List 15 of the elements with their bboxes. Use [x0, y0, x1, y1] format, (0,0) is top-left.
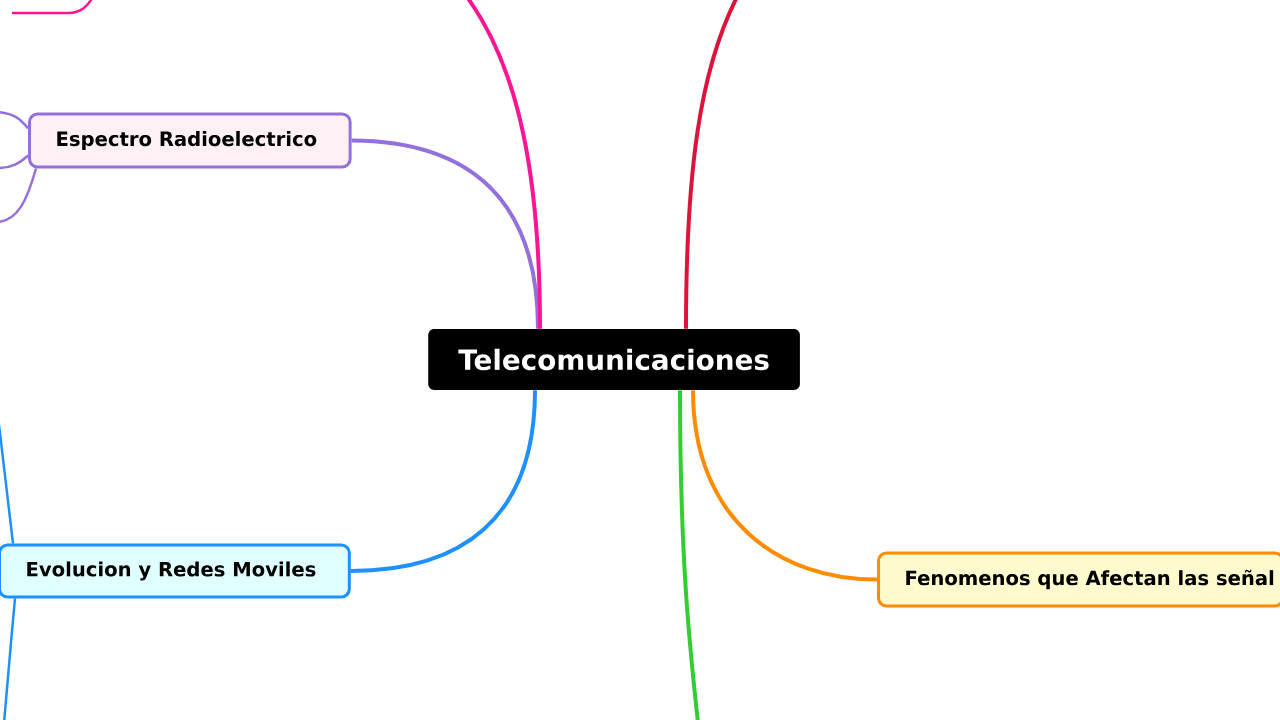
- connector-line: [0, 168, 38, 224]
- connector-line: [0, 424, 15, 544]
- topic-box: Evolucion y Redes Moviles: [0, 543, 351, 599]
- topic-box: Fenomenos que Afectan las señal: [877, 551, 1280, 608]
- connector-line: [684, 0, 739, 329]
- connector-line: [350, 390, 537, 573]
- connector-line: [351, 138, 540, 329]
- connector-line: [678, 390, 700, 720]
- connector-line: [0, 110, 29, 130]
- topic-box: Espectro Radioelectrico: [28, 112, 352, 169]
- connector-line: [465, 0, 542, 329]
- connector-line: [2, 598, 17, 720]
- connector-line: [0, 154, 29, 170]
- central-topic-box: Telecomunicaciones: [428, 329, 800, 390]
- connector-line: [691, 390, 878, 582]
